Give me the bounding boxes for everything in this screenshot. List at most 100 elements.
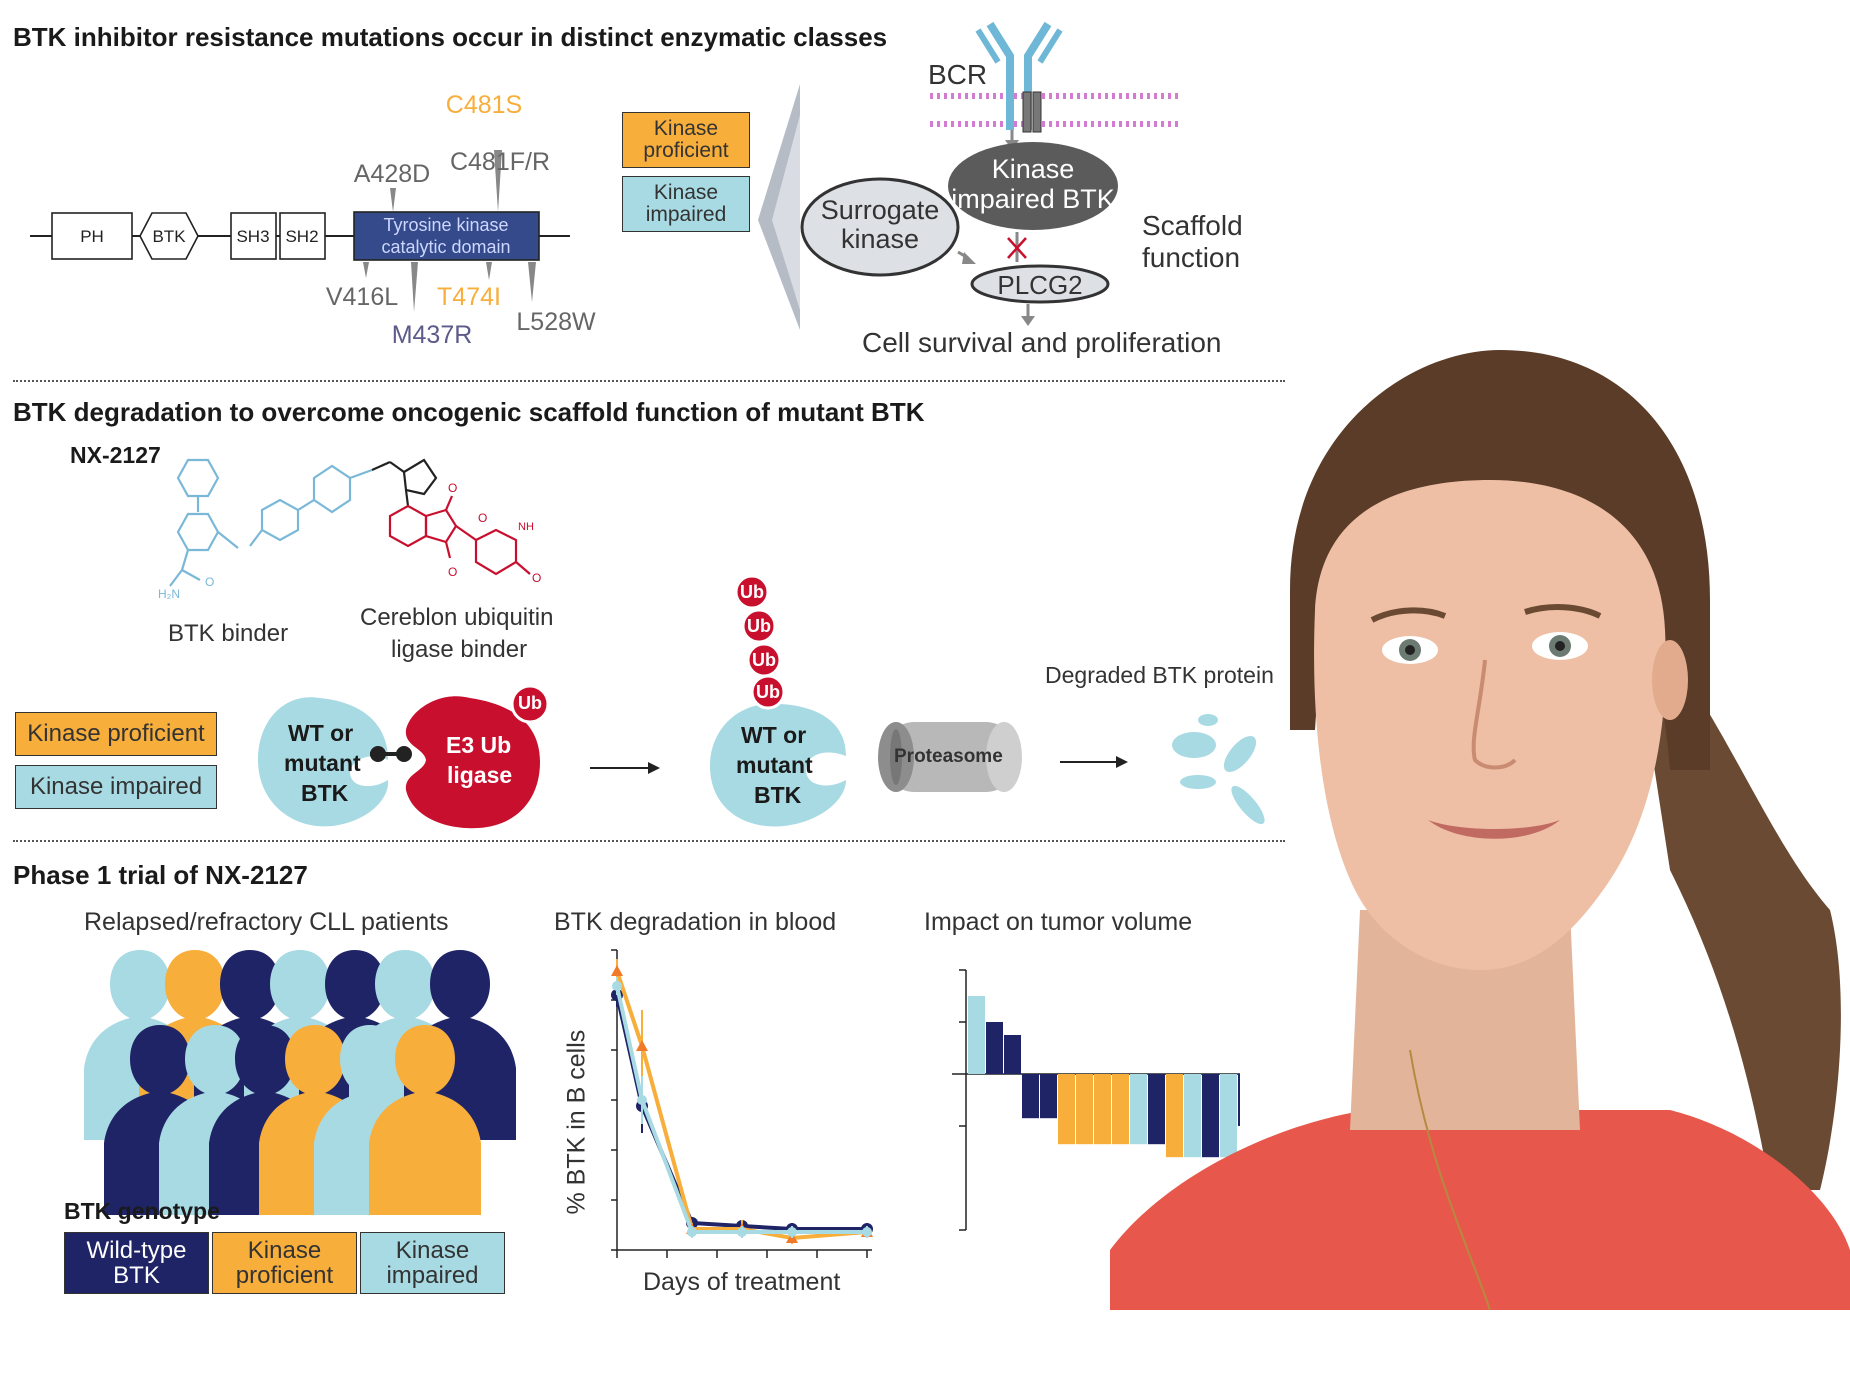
wt-mutant-label-2b: mutant [736,752,813,778]
e3-label-1: E3 Ub [446,732,512,758]
chart1-point [636,1040,648,1051]
chart2-bar [1220,1074,1237,1158]
chart2-bar [1094,1074,1111,1145]
legend2-kinase-impaired: Kinase impaired [15,765,217,809]
chart1-point [637,1095,647,1105]
section2-title: BTK degradation to overcome oncogenic sc… [13,397,925,427]
chart1-point [862,1227,872,1237]
chart1-series-line-0 [615,994,867,1231]
plcg2 [970,264,1110,304]
chart1-series-line-1 [615,970,868,1241]
genotype-label: BTK genotype [64,1198,220,1224]
wt-mutant-label-2c: BTK [754,782,802,808]
degraded-fragments [1172,714,1265,825]
chart2-bar [1238,1074,1240,1126]
wt-mutant-btk-shape-2 [710,703,846,827]
ub-bubble-e3 [510,684,550,724]
mutation-marker-m437r [411,262,418,312]
svg-text:O: O [448,481,457,495]
legend1-kinase-proficient: Kinase proficient [622,112,750,168]
section1-title: BTK inhibitor resistance mutations occur… [13,22,888,52]
svg-text:O: O [448,565,457,579]
ub-bubble-1 [734,574,770,610]
chart1-point [611,965,623,976]
bcr-receptor [975,21,1063,133]
wt-mutant-btk-shape-1 [258,697,389,827]
wt-mutant-label-2a: WT or [741,722,807,748]
btk-binder-structure [169,458,373,587]
ph-domain [51,212,133,260]
ph-domain-label: PH [80,227,104,246]
hair [1290,350,1710,770]
e3-ligase-shape [405,696,540,829]
face [1314,480,1666,970]
kinase-impaired-btk [948,142,1118,230]
ub-label-2: Ub [747,616,771,636]
ub-label-e3: Ub [518,693,542,713]
chart2-bar [968,996,985,1074]
cell-survival-label: Cell survival and proliferation [862,327,1222,358]
patients-label: Relapsed/refractory CLL patients [84,908,449,936]
proteasome [878,722,1022,792]
mutation-marker-t474i [486,262,492,280]
cereblon-label-2: ligase binder [391,636,528,663]
kinase-domain [353,211,540,261]
divider-2 [13,840,1285,842]
surrogate-kinase-label-1: Surrogate [821,195,940,225]
legend2-kinase-proficient: Kinase proficient [15,712,217,756]
scaffold-label-2: function [1142,242,1240,273]
chart2-bar [1184,1074,1201,1158]
chart2-bar [1112,1074,1129,1145]
portrait-photo [1110,350,1850,1310]
chart2-bar [1058,1074,1075,1145]
btk-binder-label: BTK binder [168,620,289,647]
chart2-bar [1148,1074,1165,1145]
chart1-series-line-2 [615,985,867,1234]
ub-label-4: Ub [756,682,780,702]
chart1-ylabel: % BTK in B cells [562,1029,591,1215]
chart2-bar [986,1022,1003,1074]
surrogate-kinase [800,177,960,277]
svg-text:NH: NH [518,521,534,533]
chart2-bar [1004,1035,1021,1074]
ub-bubble-2 [741,608,777,644]
mutation-m437r: M437R [392,321,473,349]
svg-text:H₂N: H₂N [158,587,180,601]
cereblon-binder-structure [388,495,531,576]
legend1-kinase-impaired: Kinase impaired [622,176,750,232]
cereblon-label-1: Cereblon ubiquitin [360,604,554,631]
chart1-title: BTK degradation in blood [554,908,837,936]
sh3-domain [230,212,277,260]
btk-domain-label: BTK [152,227,186,246]
mutation-v416l: V416L [326,283,398,311]
svg-text:O: O [205,575,214,589]
chart2-bar [1022,1074,1039,1119]
chart1-point [787,1227,797,1237]
mutation-marker-a428d [390,188,396,212]
wt-mutant-label-1c: BTK [301,780,349,806]
chart2-bar [1166,1074,1183,1158]
sh3-domain-label: SH3 [236,227,269,246]
mouth [1428,820,1560,839]
mutation-marker-l528w [528,262,536,302]
chart2-bar [1202,1074,1219,1158]
chart1-point [612,981,622,991]
sh2-domain [279,212,326,260]
wt-mutant-label-1b: mutant [284,750,361,776]
sh2-domain-label: SH2 [285,227,318,246]
chart1-xlabel: Days of treatment [643,1268,841,1296]
mutation-l528w: L528W [516,308,596,336]
chart2-title: Impact on tumor volume [924,908,1193,936]
svg-text:O: O [532,571,541,585]
mutation-marker-c481 [494,150,502,212]
chart1-point [687,1227,697,1237]
section3-title: Phase 1 trial of NX-2127 [13,860,308,890]
kinase-impaired-btk-label-2: impaired BTK [951,184,1115,214]
shirt [1110,1110,1850,1310]
svg-text:O: O [478,511,487,525]
chart1-point [737,1227,747,1237]
